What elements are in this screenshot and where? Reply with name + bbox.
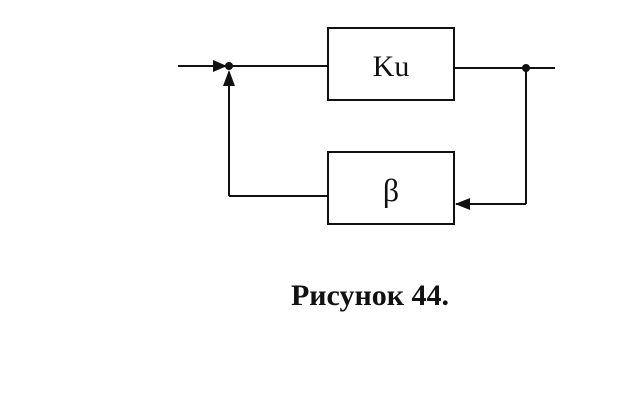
- figure-caption: Рисунок 44.: [291, 279, 449, 312]
- feedback-block-label: β: [383, 172, 399, 208]
- junction-arrowhead: [223, 70, 235, 86]
- forward-block-label: Ku: [373, 50, 410, 83]
- feedback-block: [327, 151, 455, 225]
- forward-block: [327, 27, 455, 101]
- feedback-arrowhead: [455, 198, 470, 210]
- input-arrowhead: [213, 60, 227, 72]
